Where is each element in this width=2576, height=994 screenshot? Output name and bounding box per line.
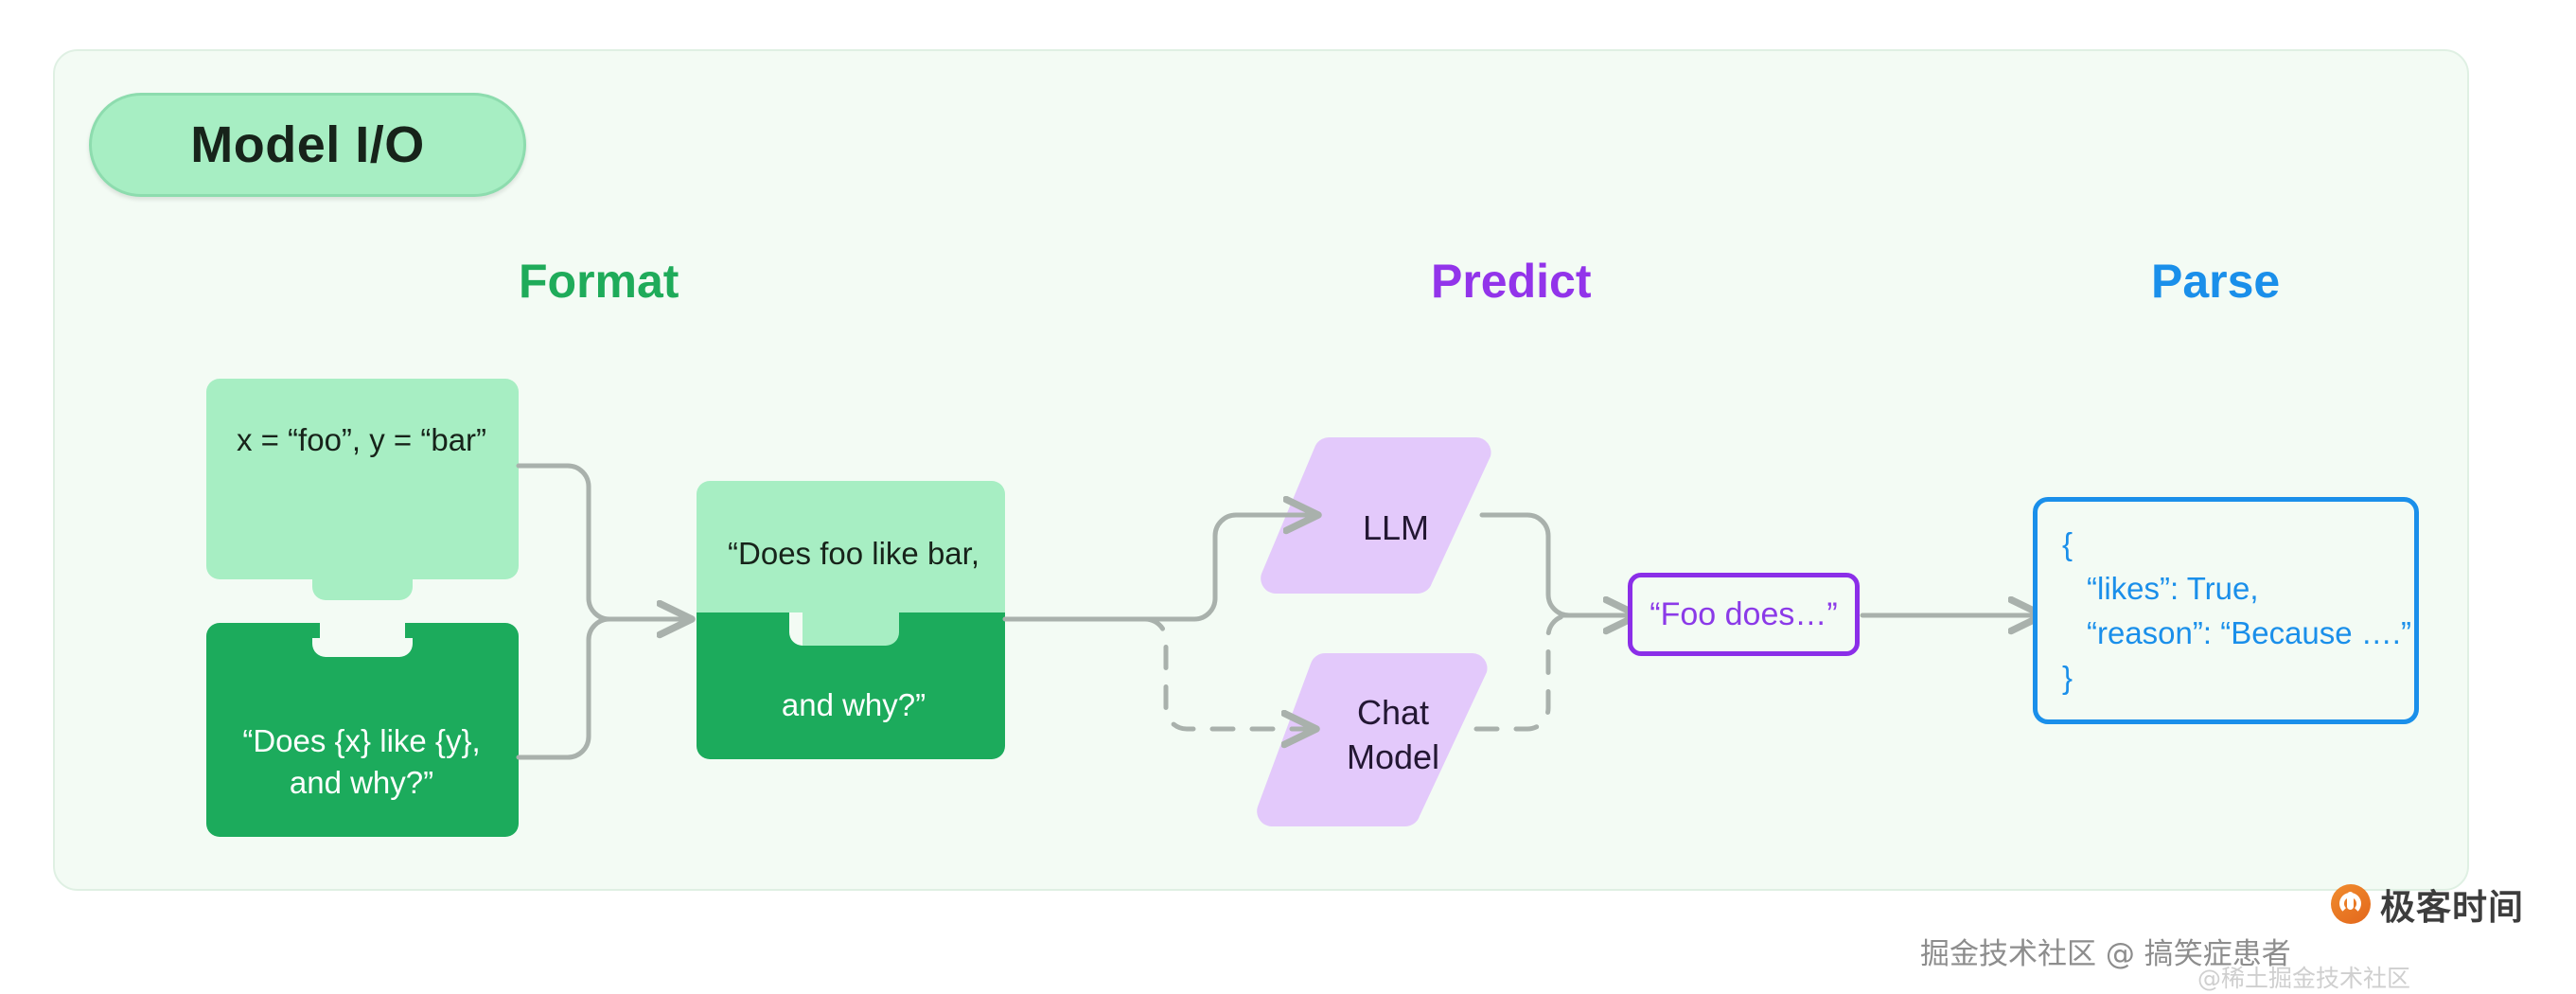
column-heading-format: Format [519,255,679,308]
column-heading-parse: Parse [2151,255,2281,308]
model-output-box: “Foo does…” [1628,573,1860,656]
brand-logo-label: 极客时间 [2380,887,2524,928]
json-line: “reason”: “Because ….” [2087,614,2411,650]
connector-merged-to-chat-model [1142,616,1315,729]
json-line: “likes”: True, [2087,570,2259,606]
model-io-badge-label: Model I/O [190,116,425,173]
puzzle-piece-template-label: “Does {x} like {y}, and why?” [242,723,481,800]
merged-piece-bottom-label: and why?” [781,687,926,723]
parsed-json-box: { “likes”: True, “reason”: “Because ….” … [2033,497,2419,724]
puzzle-piece-input-label: x = “foo”, y = “bar” [236,422,487,458]
connector-llm-to-output [1479,512,1606,618]
watermark-primary: 掘金技术社区 @ 搞笑症患者 [1920,937,2291,971]
brand-logo: 极客时间 [2331,879,2524,930]
geekbang-logo-icon [2331,884,2371,924]
llm-label: LLM [1362,507,1430,547]
connector-chat-model-to-output [1473,612,1606,732]
chat-model-parallelogram [1257,653,1488,826]
llm-parallelogram [1261,437,1491,594]
watermark-secondary: @稀土掘金技术社区 [2197,965,2411,992]
model-io-badge: Model I/O [89,93,526,197]
json-line: { [2062,526,2073,561]
column-heading-predict: Predict [1431,255,1592,308]
puzzle-piece-merged-shape [697,481,1005,759]
merged-piece-top-label: “Does foo like bar, [728,536,979,572]
connector-template-to-merged [516,616,665,760]
connector-merged-to-llm [1002,515,1317,622]
chat-model-label: Chat Model [1346,693,1440,776]
connector-input-to-merged [516,463,665,622]
puzzle-piece-template-shape [206,623,519,837]
json-line: } [2062,659,2073,695]
model-output-text: “Foo does…” [1650,595,1838,632]
puzzle-piece-input-shape [206,379,519,600]
